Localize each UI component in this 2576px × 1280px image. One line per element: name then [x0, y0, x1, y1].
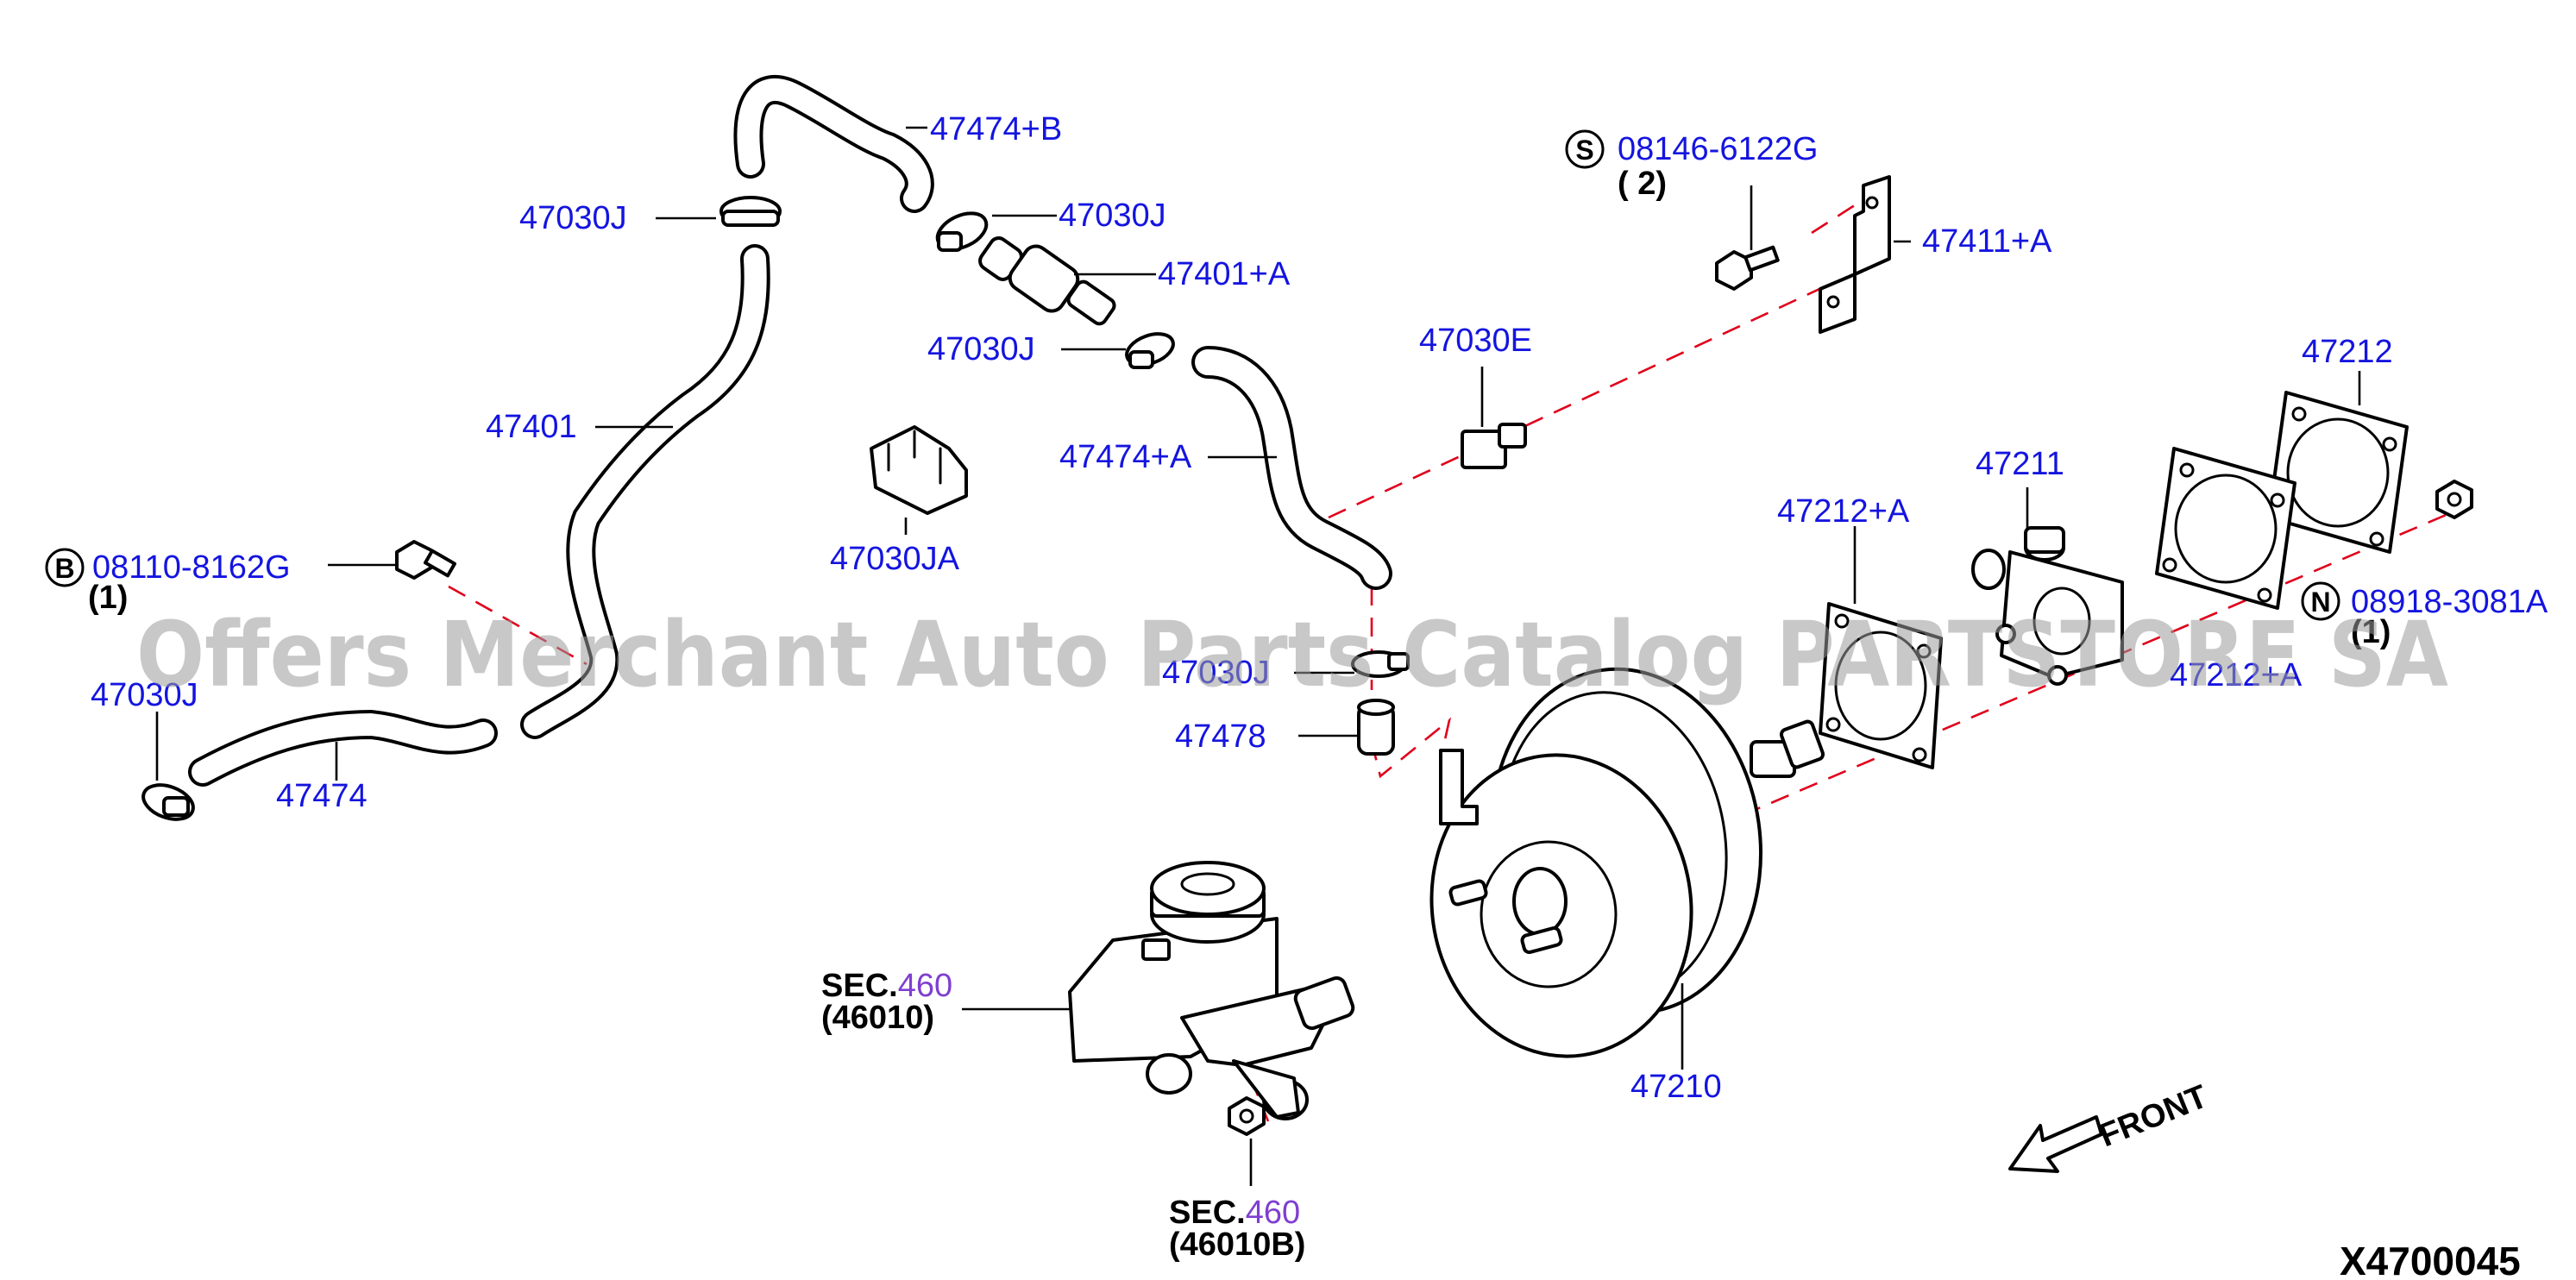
clip-47030ja [870, 425, 968, 515]
svg-text:B: B [54, 553, 74, 584]
label-47030e[interactable]: 47030E [1419, 323, 1532, 359]
hose-47474a [1191, 346, 1392, 590]
hose-47474b [733, 75, 934, 213]
front-direction-arrow [2008, 1115, 2103, 1173]
leader-lines [155, 126, 2361, 1186]
nut-08918-3081a [2435, 480, 2473, 519]
gasket-47212a-left [1819, 602, 1943, 769]
sec-460-link-2[interactable]: SEC.460 [1169, 1195, 1300, 1231]
clamp-47030j-e [1351, 650, 1410, 678]
fitting-47478 [1357, 699, 1395, 756]
clamp-47030j-b [935, 211, 989, 252]
svg-text:S: S [1575, 135, 1593, 166]
label-47411a[interactable]: 47411+A [1922, 223, 2052, 260]
diagram-code: X4700045 [2340, 1239, 2521, 1280]
clamp-47030j-a [719, 196, 782, 227]
bolt-08110-8162g [395, 540, 456, 580]
section-ref-46010b: SEC.460 (46010B) [1169, 1195, 1305, 1263]
label-47474b[interactable]: 47474+B [930, 111, 1062, 147]
label-47478[interactable]: 47478 [1175, 718, 1266, 755]
bracket-47411a [1819, 175, 1891, 334]
label-47401[interactable]: 47401 [486, 409, 577, 445]
svg-text:(46010): (46010) [821, 1000, 934, 1036]
label-47030j-b[interactable]: 47030J [1059, 198, 1166, 234]
svg-text:N: N [2310, 587, 2330, 618]
brake-booster-47210 [1429, 667, 1825, 1058]
check-valve-47401a [978, 236, 1116, 326]
label-47212[interactable]: 47212 [2302, 334, 2393, 370]
qty-08110: (1) [88, 580, 128, 616]
symbol-n: N [2301, 581, 2340, 621]
label-47212a-a[interactable]: 47212+A [1777, 493, 1910, 530]
qty-08146: ( 2) [1618, 166, 1667, 202]
label-08918-3081a[interactable]: 08918-3081A [2351, 584, 2548, 620]
clamp-47030j-d [141, 783, 195, 821]
gasket-47212a-right [2155, 447, 2296, 610]
label-08146-6122g[interactable]: 08146-6122G [1618, 131, 1818, 167]
label-47030j-e[interactable]: 47030J [1162, 655, 1270, 691]
connector-47030e [1461, 423, 1527, 469]
label-47212a-b[interactable]: 47212+A [2170, 657, 2303, 693]
front-label: FRONT [2095, 1078, 2213, 1154]
label-47030j-d[interactable]: 47030J [91, 677, 198, 713]
label-47210[interactable]: 47210 [1630, 1069, 1722, 1105]
symbol-b: B [45, 548, 85, 587]
label-47211[interactable]: 47211 [1976, 446, 2064, 482]
bolt-08146-6122g [1715, 245, 1780, 291]
label-08110-8162g[interactable]: 08110-8162G [92, 549, 291, 586]
symbol-s: S [1565, 129, 1605, 169]
label-47474a[interactable]: 47474+A [1059, 439, 1192, 475]
hose-47474 [188, 709, 498, 787]
label-47030j-c[interactable]: 47030J [927, 331, 1035, 367]
label-47030j-a[interactable]: 47030J [519, 200, 627, 236]
hose-47401 [520, 244, 770, 739]
spacer-47211 [1971, 526, 2124, 686]
master-cylinder [1068, 861, 1355, 1120]
nut-master-cylinder [1228, 1096, 1266, 1136]
part-labels: 47474+B 47030J 47030J 47401+A 47030J 474… [88, 111, 2548, 1105]
clamp-47030j-c [1125, 332, 1175, 369]
label-47401a[interactable]: 47401+A [1158, 256, 1291, 292]
qty-08918: (1) [2351, 614, 2391, 650]
label-47474[interactable]: 47474 [276, 778, 368, 814]
label-47030ja[interactable]: 47030JA [830, 541, 960, 577]
svg-text:(46010B): (46010B) [1169, 1227, 1305, 1263]
section-ref-46010: SEC.460 (46010) [821, 968, 952, 1036]
sec-460-link-1[interactable]: SEC.460 [821, 968, 952, 1004]
watermark: Offers Merchant Auto Parts Catalog PARTS… [136, 602, 2448, 707]
